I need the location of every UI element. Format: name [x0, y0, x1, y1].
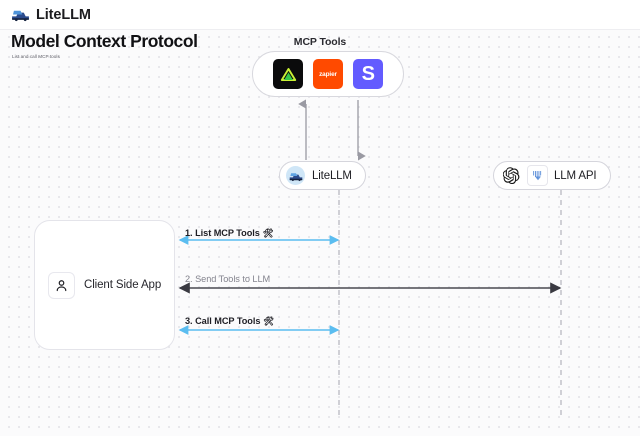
tool-chip-vercel[interactable]	[273, 59, 303, 89]
tools-emoji-3: 🛠	[263, 315, 275, 326]
node-client-side-app[interactable]: Client Side App	[34, 220, 175, 350]
message-label-1-text: 1. List MCP Tools	[185, 228, 260, 238]
user-person-icon	[48, 271, 75, 299]
page-title: Model Context Protocol	[11, 31, 198, 51]
mcp-tools-group-label: MCP Tools	[293, 36, 347, 48]
node-llm-api[interactable]: LLM API	[493, 161, 612, 190]
openai-logo-icon	[502, 166, 521, 185]
brand-name: LiteLLM	[36, 6, 91, 23]
vercel-triangle-icon	[280, 67, 296, 81]
message-label-2-text: 2. Send Tools to LLM	[185, 274, 271, 284]
node-litellm-label: LiteLLM	[312, 169, 352, 182]
page-subtitle: List and call MCP tools	[12, 54, 60, 59]
litellm-avatar-icon	[286, 166, 305, 185]
tool-chip-zapier[interactable]: zapier	[313, 59, 343, 89]
page-heading-group: Model Context Protocol List and call MCP…	[11, 31, 198, 60]
litellm-logo-icon	[12, 10, 29, 22]
anthropic-logo-icon	[527, 165, 548, 186]
message-label-3-text: 3. Call MCP Tools	[185, 316, 261, 326]
node-llm-api-label: LLM API	[554, 169, 597, 182]
stripe-icon: S	[361, 63, 375, 85]
message-label-2: 2. Send Tools to LLM	[185, 274, 270, 284]
mcp-tools-group: zapier S	[252, 51, 404, 97]
message-label-1: 1. List MCP Tools 🛠	[185, 228, 274, 238]
node-client-side-app-label: Client Side App	[84, 279, 162, 291]
tools-emoji-1: 🛠	[262, 227, 274, 238]
message-label-3: 3. Call MCP Tools 🛠	[185, 316, 274, 326]
node-litellm[interactable]: LiteLLM	[279, 161, 366, 190]
app-topbar: LiteLLM	[0, 0, 640, 30]
zapier-icon: zapier	[319, 70, 337, 78]
tool-chip-stripe[interactable]: S	[353, 59, 383, 89]
